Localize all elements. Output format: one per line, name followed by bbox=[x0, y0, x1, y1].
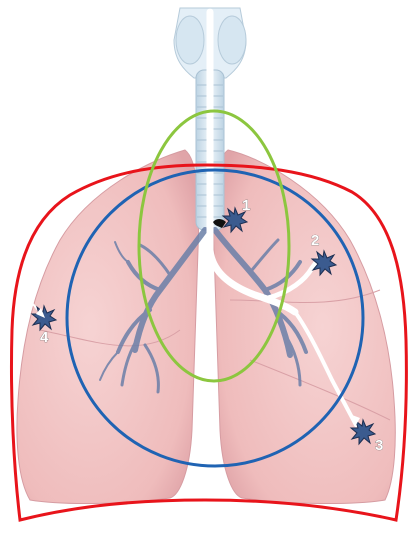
thyroid-right bbox=[218, 16, 246, 64]
label-2: 2 bbox=[311, 232, 319, 249]
label-4: 4 bbox=[40, 329, 49, 346]
left-lung bbox=[17, 150, 199, 504]
thyroid-left bbox=[176, 16, 204, 64]
label-1: 1 bbox=[242, 197, 250, 214]
label-3: 3 bbox=[375, 437, 383, 454]
